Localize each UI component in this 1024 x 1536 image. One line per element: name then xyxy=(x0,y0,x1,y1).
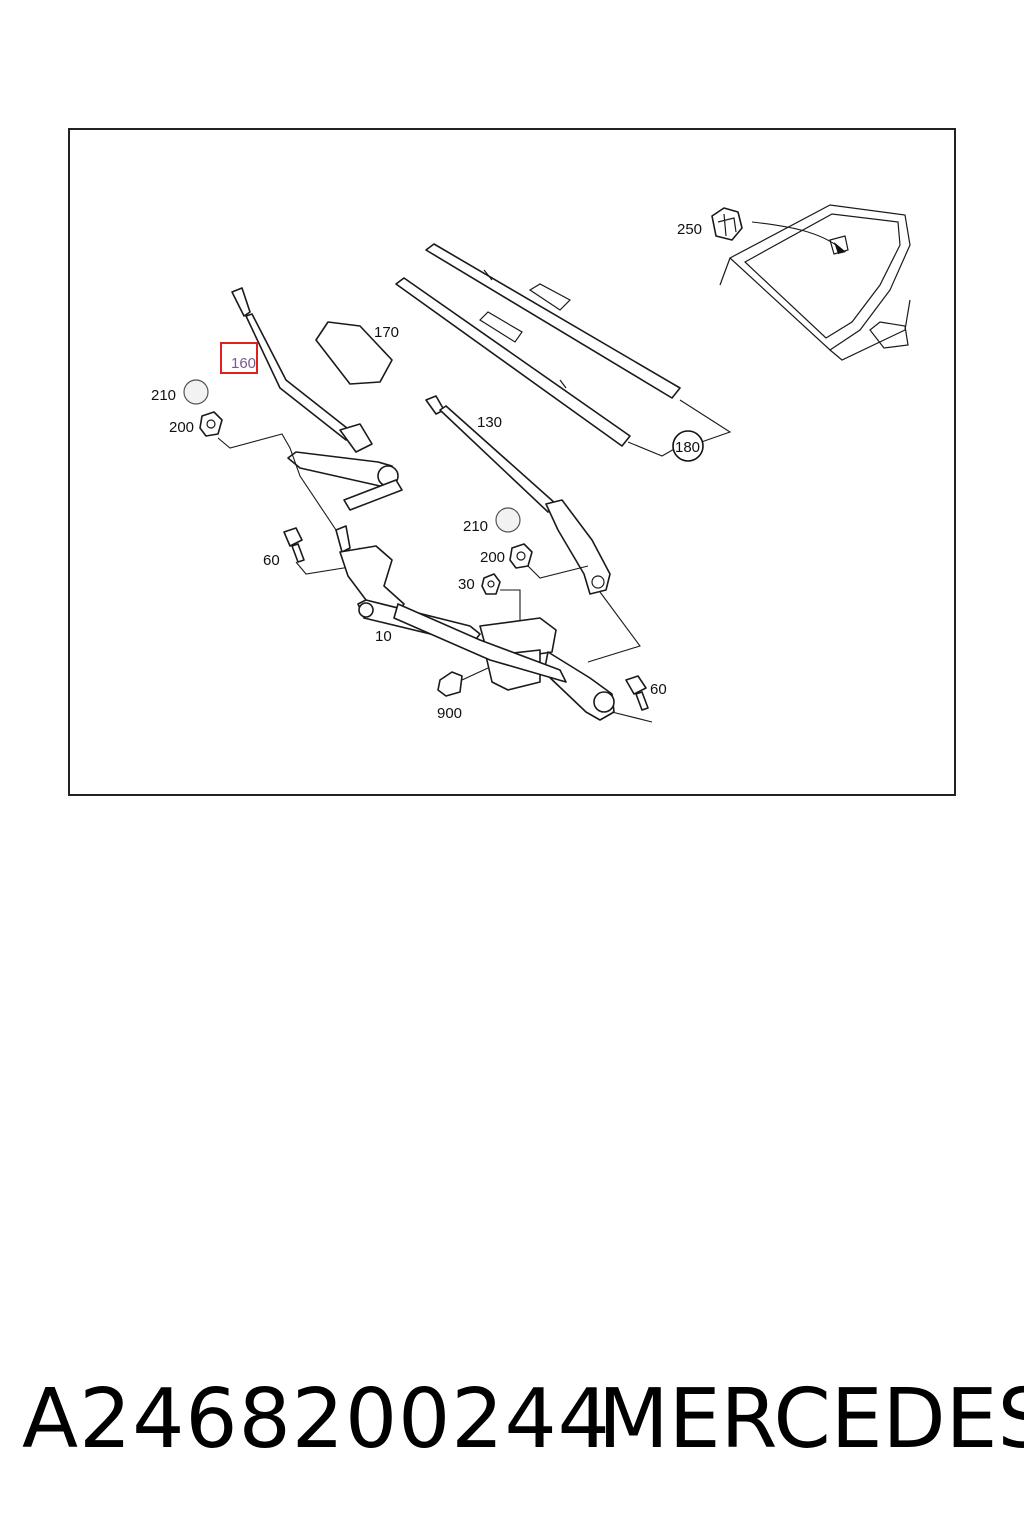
leader-30 xyxy=(500,589,521,626)
wiper-linkage-assembly-part-10[interactable] xyxy=(335,525,615,721)
leader-900 xyxy=(461,667,489,681)
callout-200-left: 200 xyxy=(169,419,194,436)
nut-part-200-left[interactable] xyxy=(199,411,223,437)
cap-part-210-right[interactable] xyxy=(495,507,521,533)
callout-210-left: 210 xyxy=(151,387,176,404)
leader-180 xyxy=(627,399,732,457)
callout-900: 900 xyxy=(437,705,462,722)
part-number: A2468200244 xyxy=(22,1372,611,1467)
linkage-rods[interactable] xyxy=(287,451,403,511)
nut-part-200-right[interactable] xyxy=(509,543,533,569)
arrow-head xyxy=(834,242,846,254)
leader-arm-right xyxy=(587,591,641,663)
callout-210-right: 210 xyxy=(463,518,488,535)
callout-170: 170 xyxy=(374,324,399,341)
wiper-blade-lower[interactable] xyxy=(395,277,631,447)
leader-60-left xyxy=(295,561,357,575)
callout-200-right: 200 xyxy=(480,549,505,566)
wiper-blade-upper[interactable] xyxy=(425,243,681,399)
highlight-box-160 xyxy=(220,342,258,374)
windshield-illustration xyxy=(719,204,911,361)
footer: A2468200244 MERCEDES xyxy=(0,1370,1024,1470)
cap-part-210-left[interactable] xyxy=(183,379,209,405)
leader-200-right xyxy=(527,565,589,579)
arrow-line xyxy=(751,221,841,249)
callout-60-left: 60 xyxy=(263,552,280,569)
callout-180: 180 xyxy=(675,439,700,456)
brand-name: MERCEDES xyxy=(598,1372,1024,1467)
cover-part-170[interactable] xyxy=(315,321,393,385)
bolt-part-60-right[interactable] xyxy=(625,675,649,711)
wiper-arm-130[interactable] xyxy=(425,395,611,595)
nut-part-30[interactable] xyxy=(481,573,501,595)
callout-160[interactable]: 160 xyxy=(231,355,256,372)
bolt-part-60-left[interactable] xyxy=(283,527,305,563)
wiper-arm-160[interactable] xyxy=(231,287,373,453)
callout-10: 10 xyxy=(375,628,392,645)
callout-30: 30 xyxy=(458,576,475,593)
callout-250: 250 xyxy=(677,221,702,238)
leader-10 xyxy=(611,711,653,723)
callout-130: 130 xyxy=(477,414,502,431)
clip-part-900[interactable] xyxy=(437,671,463,697)
rain-sensor-part-250[interactable] xyxy=(711,207,743,241)
callout-circle-180 xyxy=(672,430,704,462)
callout-60-right: 60 xyxy=(650,681,667,698)
